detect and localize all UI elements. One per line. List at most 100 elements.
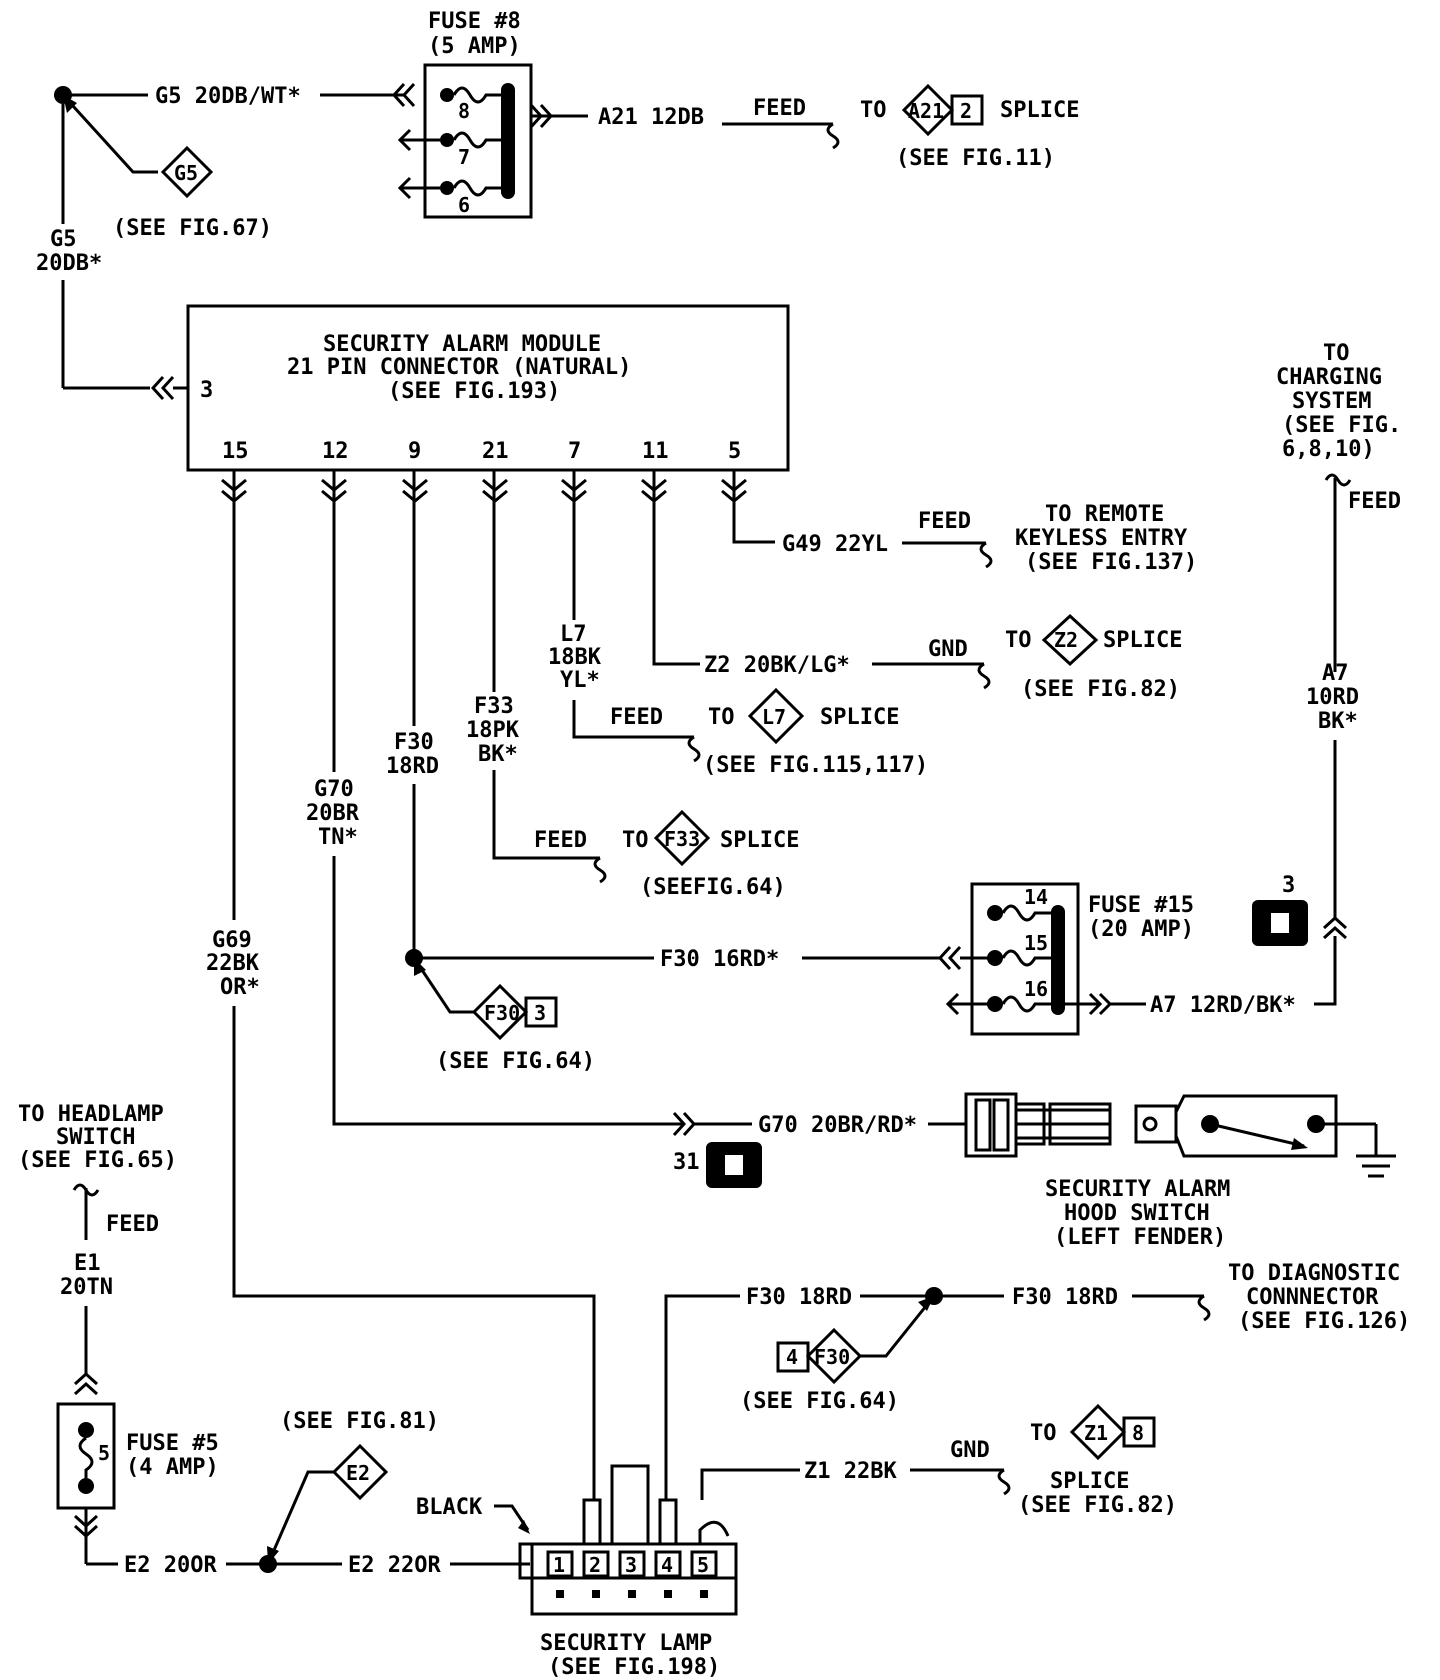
g69-label-3: OR*: [220, 975, 260, 1000]
diag-splice-id: F30: [814, 1345, 850, 1369]
e2-wire-2: E2 22OR: [348, 1553, 441, 1578]
f30-label-2: 18RD: [386, 754, 439, 779]
g70-label-1: G70: [314, 777, 354, 802]
f33-feed: FEED: [534, 828, 587, 853]
z1-circuit: Z1 22BK GND TO Z1 8 SPLICE (SEE FIG.82): [700, 1403, 1177, 1518]
module-pin-9: 9: [408, 439, 421, 464]
l7-label-3: YL*: [560, 668, 600, 693]
l7-label-2: 18BK: [548, 645, 602, 670]
lamp-pin-4: 4: [661, 1553, 673, 1577]
security-lamp: BLACK 1 2 3 4 5 SECURITY LAMP (SEE FIG.1…: [416, 1464, 738, 1680]
charging-l5: 6,8,10): [1282, 437, 1375, 462]
diag-splice-num: 4: [786, 1345, 798, 1369]
fuse8-slot-7: 7: [458, 145, 470, 169]
z2-circuit: Z2 20BK/LG* GND TO Z2 SPLICE (SEE FIG.82…: [652, 470, 1182, 702]
fuse15-title: FUSE #15: [1088, 893, 1194, 918]
f30-ref: (SEE FIG.64): [436, 1049, 595, 1074]
e2-wire-1: E2 20OR: [124, 1553, 217, 1578]
module-pin-5: 5: [728, 439, 741, 464]
fuse15-slot-15: 15: [1024, 931, 1048, 955]
l7-splice-label: SPLICE: [820, 705, 899, 730]
f33-circuit: F33 18PK BK* FEED TO F33 SPLICE (SEEFIG.…: [466, 470, 799, 900]
headlamp-wire-1: E1: [74, 1251, 101, 1276]
diag-dest-2: CONNNECTOR: [1246, 1285, 1379, 1310]
hood-label-3: (LEFT FENDER): [1054, 1225, 1226, 1250]
fuse15-slot-16: 16: [1024, 977, 1048, 1001]
fuse15-slot-14: 14: [1024, 885, 1048, 909]
a21-splice-id: A21: [908, 99, 944, 123]
charging-circuit: TO CHARGING SYSTEM (SEE FIG. 6,8,10) FEE…: [1276, 341, 1401, 918]
charging-wire-3: BK*: [1318, 709, 1358, 734]
z2-to: TO: [1005, 628, 1032, 653]
hood-switch: SECURITY ALARM HOOD SWITCH (LEFT FENDER): [964, 1092, 1396, 1250]
f30-16rd-label: F30 16RD*: [660, 947, 779, 972]
fuse8-title: FUSE #8: [428, 9, 521, 34]
f33-to: TO: [622, 828, 649, 853]
fuse15-a7-label: A7 12RD/BK*: [1150, 993, 1296, 1018]
l7-label-1: L7: [560, 622, 587, 647]
charging-feed: FEED: [1348, 489, 1401, 514]
a21-wire-label: A21 12DB: [598, 105, 704, 130]
f33-ref: (SEEFIG.64): [640, 875, 786, 900]
g69-label-1: G69: [212, 928, 252, 953]
a21-feed: FEED: [753, 96, 806, 121]
hood-label-1: SECURITY ALARM: [1045, 1177, 1230, 1202]
charging-l1: TO: [1323, 341, 1350, 366]
f30-splice-id: F30: [484, 1001, 520, 1025]
charging-l2: CHARGING: [1276, 365, 1382, 390]
g49-wire-label: G49 22YL: [782, 532, 888, 557]
diagnostic-circuit: F30 18RD F30 18RD TO DIAGNOSTIC CONNNECT…: [664, 1261, 1410, 1500]
z1-ref: (SEE FIG.82): [1018, 1493, 1177, 1518]
a21-ref: (SEE FIG.11): [896, 146, 1055, 171]
l7-feed: FEED: [610, 705, 663, 730]
a21-circuit: A21 12DB FEED TO A21 2 SPLICE (SEE FIG.1…: [529, 83, 1079, 171]
f33-label-1: F33: [474, 694, 514, 719]
g70-label-3: TN*: [318, 825, 358, 850]
z1-wire-label: Z1 22BK: [804, 1459, 897, 1484]
fuse-15-block: 14 15 16 FUSE #15 (20 AMP) A7 12RD/BK* 3: [937, 873, 1348, 1036]
charging-wire-2: 10RD: [1306, 685, 1359, 710]
charging-wire-1: A7: [1322, 661, 1349, 686]
g5-side-label-2: 20DB*: [36, 251, 102, 276]
z1-gnd: GND: [950, 1438, 990, 1463]
charging-l3: SYSTEM: [1292, 389, 1371, 414]
l7-splice-id: L7: [762, 705, 786, 729]
f33-label-3: BK*: [478, 742, 518, 767]
f30-circuit: F30 18RD F30 16RD* F30 3 (SEE FIG.64): [386, 470, 940, 1074]
g70-connector-num: 31: [673, 1150, 700, 1175]
g5-wire-label: G5 20DB/WT*: [155, 84, 301, 109]
module-title: SECURITY ALARM MODULE: [323, 332, 601, 357]
diag-dest-ref: (SEE FIG.126): [1238, 1309, 1410, 1334]
e2-ref: (SEE FIG.81): [280, 1409, 439, 1434]
diag-wire-2: F30 18RD: [1012, 1285, 1118, 1310]
fuse15-connector-num: 3: [1282, 873, 1295, 898]
fuse8-slot-6: 6: [458, 193, 470, 217]
f33-splice-id: F33: [664, 827, 700, 851]
module-pin-21: 21: [482, 439, 509, 464]
z2-splice-id: Z2: [1054, 628, 1078, 652]
module-connector: 21 PIN CONNECTOR (NATURAL): [287, 355, 631, 380]
lamp-pin-5: 5: [697, 1553, 709, 1577]
e2-circuit: E2 20OR E2 22OR E2 (SEE FIG.81): [124, 1409, 530, 1578]
lamp-pin-3: 3: [625, 1553, 637, 1577]
g49-circuit: G49 22YL FEED TO REMOTE KEYLESS ENTRY (S…: [732, 470, 1197, 575]
g5-circuit: G5 20DB/WT* G5 (SEE FIG.67) G5 20DB*: [36, 84, 404, 401]
security-alarm-module: SECURITY ALARM MODULE 21 PIN CONNECTOR (…: [186, 304, 790, 503]
fuse5-rating: (4 AMP): [126, 1455, 219, 1480]
module-pin-12: 12: [322, 439, 349, 464]
f33-splice-label: SPLICE: [720, 828, 799, 853]
g70-circuit: G70 20BR TN* G70 20BR/RD* 31: [306, 470, 966, 1188]
e2-splice-id: E2: [346, 1461, 370, 1485]
module-ref: (SEE FIG.193): [388, 379, 560, 404]
z1-splice-num: 8: [1132, 1421, 1144, 1445]
module-pin-3: 3: [200, 378, 213, 403]
f30-splice-num: 3: [534, 1001, 546, 1025]
fuse15-rating: (20 AMP): [1088, 917, 1194, 942]
diag-ref: (SEE FIG.64): [740, 1389, 899, 1414]
headlamp-wire-2: 20TN: [60, 1275, 113, 1300]
hood-label-2: HOOD SWITCH: [1064, 1201, 1210, 1226]
lamp-title: SECURITY LAMP: [540, 1631, 712, 1656]
g5-ref: (SEE FIG.67): [113, 216, 272, 241]
headlamp-l3: (SEE FIG.65): [18, 1148, 177, 1173]
headlamp-feed: FEED: [106, 1212, 159, 1237]
